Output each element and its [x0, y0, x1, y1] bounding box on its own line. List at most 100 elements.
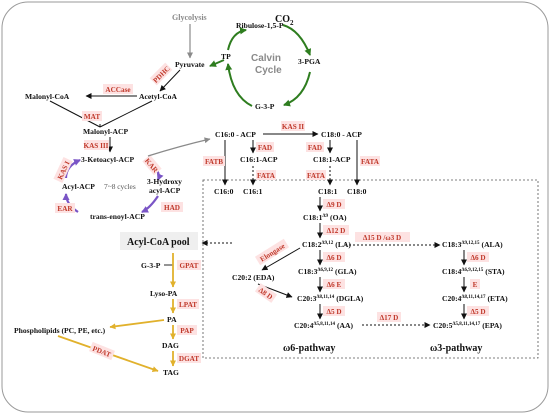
acyl-coa-pool-box: [120, 232, 198, 250]
tp-label: TP: [221, 52, 231, 61]
d15d-label: Δ15 D /ω3 D: [363, 234, 401, 242]
gpat-label: GPAT: [180, 262, 199, 270]
c181-acp-label: C18:1-ACP: [313, 155, 351, 164]
had-arrow: [141, 195, 159, 213]
d15d-tag: [355, 232, 410, 242]
glycolysis-label: Glycolysis: [172, 13, 207, 22]
eda-label: C20:2 (EDA): [232, 273, 275, 282]
ketoacyl-to-c160-acp-arrow: [147, 137, 211, 157]
dag-label: DAG: [162, 341, 179, 350]
d9d-tag: [323, 199, 345, 209]
rubp-label: Ribulose-1,5-P: [236, 21, 284, 30]
pa-to-phospholipids-arrow: [109, 319, 165, 330]
eta-label: C20:4Δ8,11,14,17(ETA): [442, 294, 508, 303]
d5d-b-label: Δ5 D: [470, 308, 485, 316]
d6d-a-label: Δ6 D: [326, 254, 341, 262]
tag-label: TAG: [163, 368, 179, 377]
mat-line: [49, 100, 101, 128]
kas2-tag: [281, 121, 305, 131]
pyruvate-to-acetylcoa-arrow: [159, 69, 181, 92]
hydroxy-acyl-acp-line1: 3-Hydroxy: [147, 177, 182, 186]
elongase-tag: [254, 238, 290, 266]
c180-label: C18:0: [347, 187, 367, 196]
lpat-tag: [177, 299, 199, 309]
acetyl-coa-label: Acetyl-CoA: [139, 92, 177, 101]
fad-b-tag: [306, 142, 324, 152]
sta-label: C18:4Δ6,9,12,15(STA): [442, 267, 505, 276]
calvin-label-line1: Calvin: [251, 53, 281, 64]
lyso-pa-label: Lyso-PA: [150, 289, 178, 298]
fata-c-label: FATA: [361, 158, 380, 166]
fad-a-label: FAD: [258, 144, 272, 152]
kas3-label: KAS III: [84, 142, 109, 150]
pga-label: 3-PGA: [298, 57, 321, 66]
calvin-label-line2: Cycle: [255, 65, 282, 76]
pga-to-g3p-arrow: [283, 71, 311, 107]
d6d-b-tag: [467, 252, 489, 262]
d9d-label: Δ9 D: [326, 201, 341, 209]
tp-to-rubp-arrow: [227, 27, 247, 51]
trans-enoyl-acp-label: trans-enoyl-ACP: [90, 212, 145, 221]
d12d-tag: [323, 225, 349, 235]
d12d-label: Δ12 D: [327, 227, 346, 235]
dgat-tag: [177, 353, 201, 363]
had-tag: [161, 202, 183, 212]
fata-b-tag: [306, 170, 326, 180]
c181-label: C18:1: [318, 187, 338, 196]
kas3-tag: [84, 140, 109, 150]
kas1-tag: [53, 157, 73, 183]
oa-label: C18:1Δ9(OA): [303, 213, 347, 222]
accase-label: ACCase: [105, 86, 130, 94]
mat-line-right: [99, 100, 153, 128]
omega3-pathway-label: ω3-pathway: [430, 343, 482, 354]
tp-to-pyruvate-arrow: [209, 59, 225, 67]
pa-label: PA: [167, 315, 177, 324]
kas2-label: KAS II: [282, 123, 304, 131]
c161-label: C16:1: [243, 187, 263, 196]
malonyl-coa-label: Malonyl-CoA: [25, 92, 70, 101]
e-label: E: [473, 281, 478, 289]
d17d-label: Δ17 D: [380, 314, 399, 322]
fata-a-tag: [256, 170, 276, 180]
ear-label: EAR: [57, 205, 73, 213]
fad-a-tag: [256, 142, 274, 152]
g3p-to-tp-arrow: [225, 63, 253, 107]
d5d-a-tag: [323, 306, 345, 316]
fata-c-tag: [360, 156, 380, 166]
malonyl-acp-label: Malonyl-ACP: [83, 127, 128, 136]
d6d-a-tag: [323, 252, 345, 262]
g3p-bottom-label: G-3-P: [141, 261, 161, 270]
acyl-acp-label: Acyl-ACP: [62, 182, 95, 191]
dgla-label: C20:3Δ8,11,14(DGLA): [297, 294, 364, 303]
c180-acp-label: C18:0 - ACP: [321, 130, 362, 139]
fad-b-label: FAD: [308, 144, 322, 152]
kar-tag: [142, 154, 162, 176]
co2-label: CO2: [275, 14, 294, 27]
hydroxy-acyl-acp-line2: acyl-ACP: [149, 186, 181, 195]
pdhc-tag: [149, 62, 173, 86]
c160-acp-label: C16:0 - ACP: [215, 130, 256, 139]
pap-label: PAP: [180, 327, 194, 335]
d6d-b-label: Δ6 D: [470, 254, 485, 262]
ala-label: C18:3Δ9,12,15(ALA): [442, 240, 503, 249]
d6e-label: Δ6 E: [327, 281, 342, 289]
d5d-a-label: Δ5 D: [326, 308, 341, 316]
pap-tag: [177, 325, 197, 335]
la-to-eda-arrow: [261, 247, 301, 271]
gla-label: C18:3Δ6,9,12(GLA): [298, 267, 357, 276]
pdat-tag: [89, 341, 115, 361]
fatb-tag: [203, 156, 225, 166]
d8d-tag: [254, 283, 278, 303]
fata-b-label: FATA: [307, 172, 326, 180]
ear-tag: [55, 203, 75, 213]
mat-tag: [82, 111, 102, 121]
ketoacyl-acp-label: 3-Ketoacyl-ACP: [81, 155, 134, 164]
e-tag: [470, 279, 480, 289]
co2-fixation-arrow: [282, 24, 312, 56]
gpat-tag: [177, 260, 201, 270]
cycles-label: 7~8 cycles: [104, 182, 136, 191]
pyruvate-label: Pyruvate: [175, 60, 205, 69]
c160-label: C16:0: [214, 187, 234, 196]
